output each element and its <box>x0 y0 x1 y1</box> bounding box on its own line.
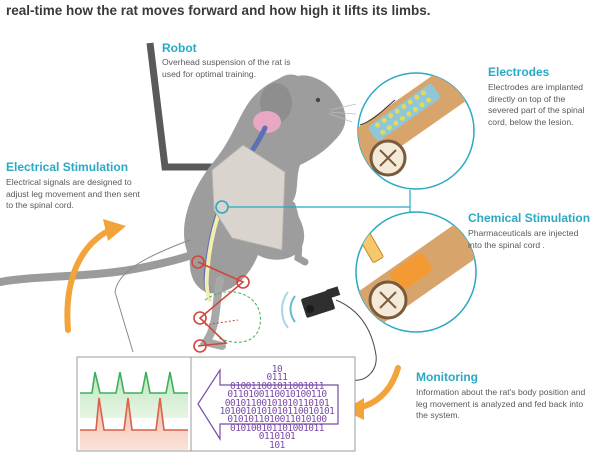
feedback-arrow-left-head <box>103 219 126 241</box>
robot-text: Overhead suspension of the rat is used f… <box>162 57 291 79</box>
binary-row: 010100101101001011 <box>230 422 324 434</box>
rat-tail <box>0 248 204 286</box>
binary-row: 0111 <box>266 372 288 384</box>
electrodes-zoom-circle <box>357 72 475 190</box>
harness-vest <box>211 144 286 251</box>
stimulation-wire <box>114 239 191 293</box>
rat-brain <box>253 111 281 133</box>
leg-kinematics <box>191 255 261 353</box>
robot-arm <box>146 42 228 171</box>
monitoring-text: Information about the rat's body positio… <box>416 387 586 420</box>
binary-row: 0110100110010100110 <box>227 389 327 401</box>
electrodes-callout: Electrodes Electrodes are implanted dire… <box>488 65 596 128</box>
robot-callout: Robot Overhead suspension of the rat is … <box>162 41 322 80</box>
electrical-callout: Electrical Stimulation Electrical signal… <box>6 160 156 212</box>
rat-eye <box>315 97 321 103</box>
electrical-text: Electrical signals are designed to adjus… <box>6 177 140 210</box>
chemical-zoom-circle <box>355 211 477 333</box>
stimulation-wire-down <box>114 291 134 353</box>
binary-row: 10 <box>271 364 283 375</box>
monitoring-title: Monitoring <box>416 370 478 384</box>
binary-row: 010011001011001011 <box>230 380 324 392</box>
rat-hind-leg <box>199 276 226 350</box>
chemical-title: Chemical Stimulation <box>468 211 591 225</box>
binary-row: 00101100101010110101 <box>224 397 330 409</box>
robot-title: Robot <box>162 41 197 55</box>
signal-panel <box>76 356 192 452</box>
electrical-title: Electrical Stimulation <box>6 160 129 174</box>
rat-spinal-cord-lower <box>204 203 224 302</box>
binary-row: 101 <box>269 439 285 451</box>
intro-line: real-time how the rat moves forward and … <box>6 3 431 18</box>
chemical-callout: Chemical Stimulation Pharmaceuticals are… <box>468 211 596 251</box>
feedback-arrow-left <box>64 227 113 333</box>
binary-row: 1010010101010110010101 <box>219 406 335 418</box>
binary-row: 0101011010011010100 <box>227 414 327 426</box>
rat-front-leg <box>288 201 309 266</box>
rat-whiskers <box>329 103 357 123</box>
monitoring-callout: Monitoring Information about the rat's b… <box>416 370 596 422</box>
binary-row: 0110101 <box>258 431 296 443</box>
camera-cable <box>335 299 377 381</box>
electrodes-text: Electrodes are implanted directly on top… <box>488 82 585 127</box>
camera-icon <box>281 286 341 329</box>
electrodes-title: Electrodes <box>488 65 550 79</box>
binary-panel <box>190 356 356 452</box>
chemical-text: Pharmaceuticals are injected into the sp… <box>468 228 579 250</box>
